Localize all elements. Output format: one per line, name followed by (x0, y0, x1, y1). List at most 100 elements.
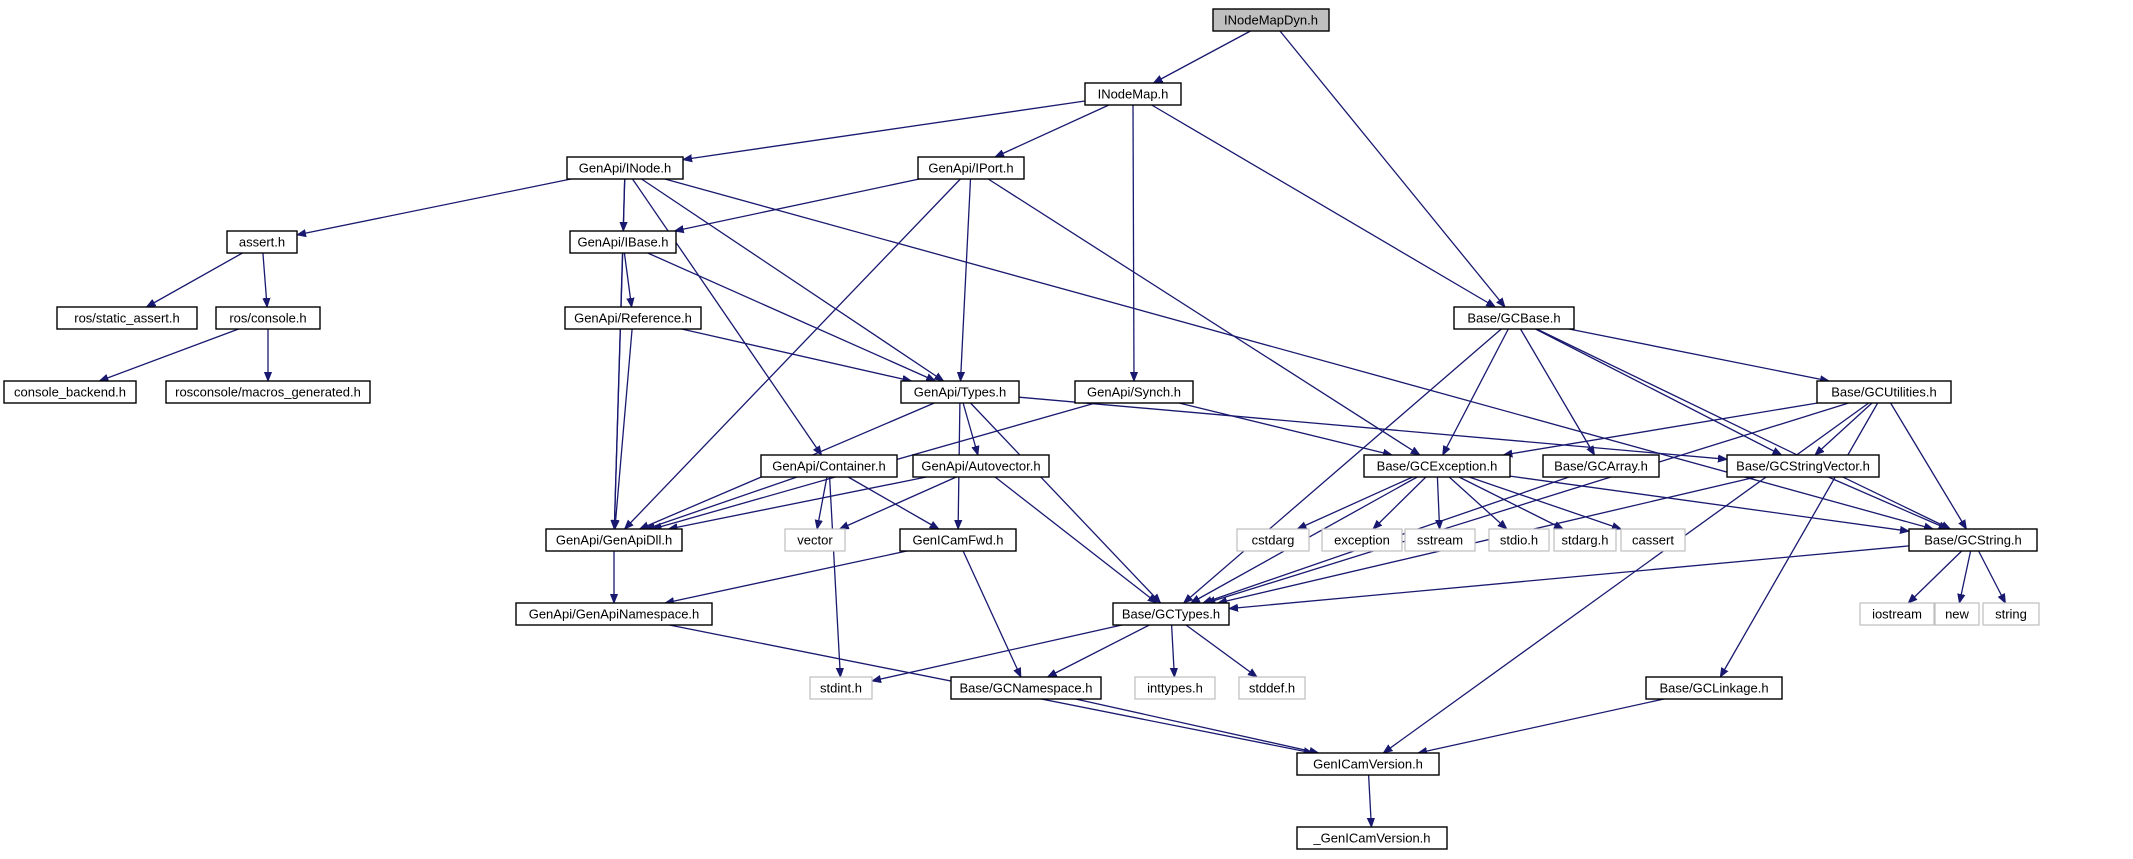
edge-autovector-to-genapidll (669, 476, 927, 529)
node-box (566, 156, 684, 180)
node-label: GenApi/INode.h (579, 161, 672, 176)
node-new: new (1934, 602, 1980, 626)
node-genicamversion[interactable]: GenICamVersion.h (1296, 752, 1440, 776)
node-iport[interactable]: GenApi/IPort.h (917, 156, 1025, 180)
node--genicamversion[interactable]: _GenICamVersion.h (1296, 826, 1448, 850)
node-label: Base/GCNamespace.h (960, 681, 1093, 696)
node-console[interactable]: ros/console.h (215, 306, 321, 330)
node-label: GenICamFwd.h (912, 533, 1003, 548)
edge-inodemap-to-inode (683, 100, 1086, 160)
node-box (515, 602, 713, 626)
node-label: GenApi/GenApiDll.h (556, 533, 672, 548)
edge-container-to-stdint (828, 476, 841, 677)
node-box (1488, 528, 1550, 552)
edge-inodemap-to-gcbase (1151, 104, 1496, 307)
node-box (899, 528, 1017, 552)
node-box (1816, 380, 1952, 404)
node-label: vector (797, 533, 833, 548)
node-types[interactable]: GenApi/Types.h (900, 380, 1020, 404)
node-console-backend[interactable]: console_backend.h (3, 380, 137, 404)
edge-gcexception-to-sstream (1437, 476, 1439, 529)
edge-gcstring-to-iostream (1908, 550, 1963, 603)
edge-gcbase-to-gctypes (1184, 328, 1502, 603)
node-static-assert[interactable]: ros/static_assert.h (56, 306, 198, 330)
edge-gcstring-to-new (1959, 550, 1972, 603)
node-box (1453, 306, 1575, 330)
node-label: GenApi/Types.h (914, 385, 1007, 400)
node-label: GenApi/Container.h (772, 459, 885, 474)
edge-gcbase-to-gcstring (1536, 328, 1951, 530)
node-genapidll[interactable]: GenApi/GenApiDll.h (545, 528, 683, 552)
node-gcnamespace[interactable]: Base/GCNamespace.h (950, 676, 1102, 700)
node-gcexception[interactable]: Base/GCException.h (1363, 454, 1511, 478)
node-box (1859, 602, 1935, 626)
edge-container-to-vector (817, 476, 828, 529)
node-iostream: iostream (1859, 602, 1935, 626)
node-box (912, 454, 1050, 478)
edge-gcexception-to-exception (1373, 476, 1427, 529)
node-inode[interactable]: GenApi/INode.h (566, 156, 684, 180)
node-label: INodeMapDyn.h (1224, 13, 1318, 28)
node-inodemap[interactable]: INodeMap.h (1084, 82, 1182, 106)
edge-gcexception-to-cassert (1468, 476, 1621, 529)
edge-gcstringvector-to-gcstring (1828, 476, 1947, 530)
edge-assert-to-static-assert (147, 252, 243, 307)
node-label: GenApi/Autovector.h (921, 459, 1040, 474)
node-label: Base/GCStringVector.h (1736, 459, 1870, 474)
node-synch[interactable]: GenApi/Synch.h (1074, 380, 1194, 404)
node-label: cstdarg (1252, 533, 1295, 548)
node-reference[interactable]: GenApi/Reference.h (564, 306, 702, 330)
node-label: assert.h (239, 235, 285, 250)
node-label: stddef.h (1249, 681, 1295, 696)
node-label: sstream (1417, 533, 1463, 548)
edge-iport-to-ibase (675, 178, 920, 231)
node-label: GenApi/IBase.h (577, 235, 668, 250)
node-box (1645, 676, 1783, 700)
node-box (1074, 380, 1194, 404)
node-label: rosconsole/macros_generated.h (175, 385, 361, 400)
edge-synch-to-gcexception (1178, 402, 1392, 455)
edge-ibase-to-reference (623, 252, 631, 307)
node-gctypes[interactable]: Base/GCTypes.h (1112, 602, 1230, 626)
edge-ibase-to-genapidll (614, 252, 624, 529)
node-gcarray[interactable]: Base/GCArray.h (1542, 454, 1660, 478)
node-box (1296, 752, 1440, 776)
node-label: GenApi/Reference.h (574, 311, 692, 326)
edge-gctypes-to-stdint (872, 624, 1123, 681)
node-label: stdint.h (820, 681, 862, 696)
node-autovector[interactable]: GenApi/Autovector.h (912, 454, 1050, 478)
node-inodemapdyn[interactable]: INodeMapDyn.h (1212, 8, 1330, 32)
node-gcutilities[interactable]: Base/GCUtilities.h (1816, 380, 1952, 404)
node-stdio: stdio.h (1488, 528, 1550, 552)
node-gclinkage[interactable]: Base/GCLinkage.h (1645, 676, 1783, 700)
node-box (1726, 454, 1880, 478)
edge-gcexception-to-stdarg (1458, 476, 1563, 530)
node-macros-generated[interactable]: rosconsole/macros_generated.h (165, 380, 371, 404)
edge-inode-to-container (631, 178, 822, 455)
node-assert[interactable]: assert.h (226, 230, 298, 254)
node-label: Base/GCLinkage.h (1659, 681, 1768, 696)
node-cassert: cassert (1620, 528, 1686, 552)
node-label: iostream (1872, 607, 1922, 622)
node-ibase[interactable]: GenApi/IBase.h (569, 230, 677, 254)
node-label: Base/GCArray.h (1554, 459, 1648, 474)
node-genapinamespace[interactable]: GenApi/GenApiNamespace.h (515, 602, 713, 626)
node-stdint: stdint.h (809, 676, 873, 700)
edge-autovector-to-gctypes (994, 476, 1157, 603)
edge-gcbase-to-gcutilities (1568, 328, 1829, 381)
node-box (215, 306, 321, 330)
node-genicamfwd[interactable]: GenICamFwd.h (899, 528, 1017, 552)
node-container[interactable]: GenApi/Container.h (760, 454, 898, 478)
node-gcstring[interactable]: Base/GCString.h (1908, 528, 2038, 552)
edge-gcexception-to-cstdarg (1297, 476, 1413, 530)
node-gcbase[interactable]: Base/GCBase.h (1453, 306, 1575, 330)
node-gcstringvector[interactable]: Base/GCStringVector.h (1726, 454, 1880, 478)
node-label: cassert (1632, 533, 1674, 548)
node-label: new (1945, 607, 1969, 622)
node-box (165, 380, 371, 404)
node-label: Base/GCString.h (1924, 533, 2022, 548)
edge-layer (99, 30, 2006, 827)
edge-reference-to-genapidll (615, 328, 633, 529)
